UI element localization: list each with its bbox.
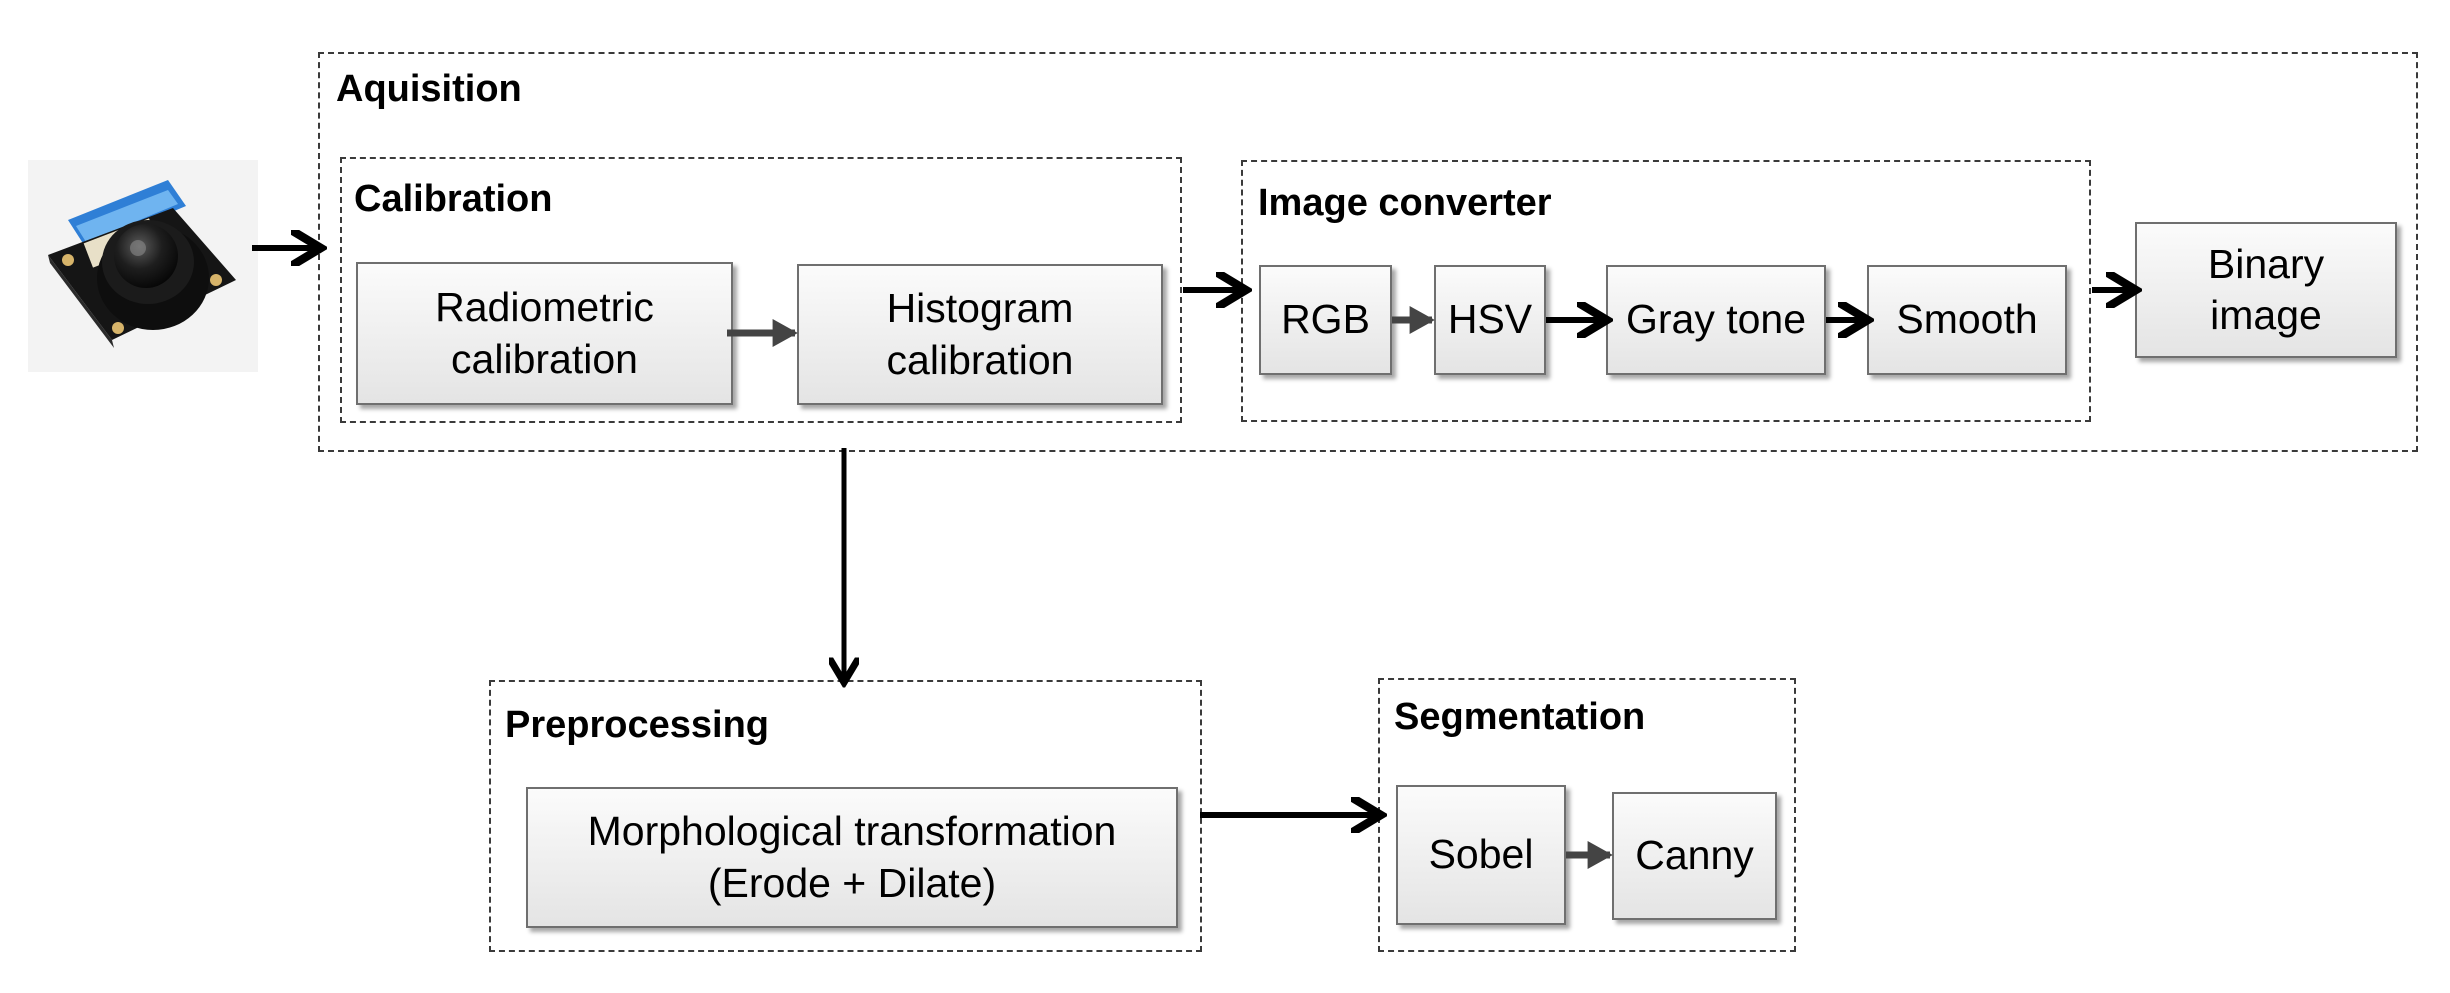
acquisition-title: Aquisition <box>336 68 522 110</box>
histogram-line2: calibration <box>886 336 1074 383</box>
calibration-title: Calibration <box>354 178 553 220</box>
binary-line2: image <box>2210 292 2322 338</box>
smooth-box: Smooth <box>1867 265 2067 375</box>
smooth-label: Smooth <box>1896 296 2038 343</box>
morph-line1: Morphological transformation <box>587 808 1117 855</box>
rgb-label: RGB <box>1281 296 1370 343</box>
hsv-label: HSV <box>1447 296 1533 343</box>
calibration-group <box>340 157 1182 423</box>
segmentation-title: Segmentation <box>1394 696 1646 738</box>
canny-box: Canny <box>1612 792 1777 920</box>
preprocessing-title: Preprocessing <box>505 704 769 746</box>
sobel-box: Sobel <box>1396 785 1566 925</box>
rgb-box: RGB <box>1259 265 1392 375</box>
binary-line1: Binary <box>2207 240 2325 287</box>
histogram-line1: Histogram <box>886 285 1074 332</box>
radiometric-line1: Radiometric <box>435 284 654 331</box>
gray-tone-label: Gray tone <box>1625 296 1807 343</box>
morph-line2: (Erode + Dilate) <box>707 859 997 906</box>
binary-image-box: Binary image <box>2135 222 2397 358</box>
morphological-transformation-box: Morphological transformation(Erode + Dil… <box>526 787 1178 928</box>
camera-module-icon <box>28 160 258 372</box>
radiometric-line2: calibration <box>451 335 638 382</box>
gray-tone-box: Gray tone <box>1606 265 1826 375</box>
hsv-box: HSV <box>1434 265 1546 375</box>
canny-label: Canny <box>1635 832 1754 879</box>
sobel-label: Sobel <box>1428 831 1534 878</box>
image-converter-title: Image converter <box>1258 182 1552 224</box>
